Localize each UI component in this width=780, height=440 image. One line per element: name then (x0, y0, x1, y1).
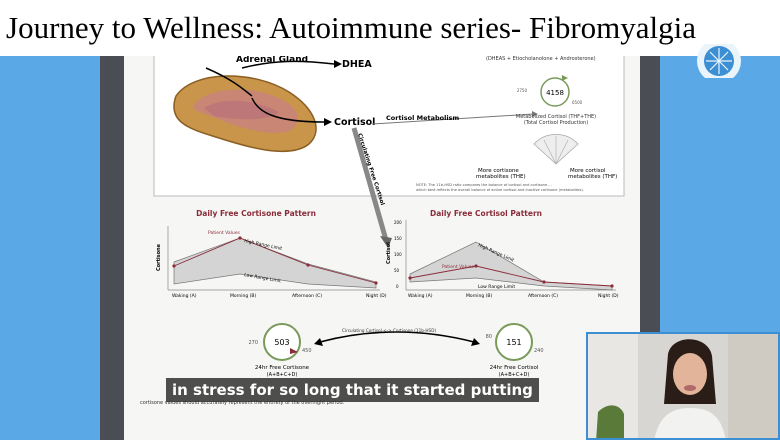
presentation-frame-left (100, 56, 124, 440)
cortisol-x-label-2: Afternoon (C) (528, 293, 558, 299)
metabolized-cortisol-gauge: 4158 2750 6500 (517, 75, 583, 107)
balance-fan-icon (533, 134, 579, 165)
presenter-video (586, 332, 780, 440)
svg-text:6500: 6500 (572, 100, 583, 105)
cortisone-chart-title: Daily Free Cortisone Pattern (196, 209, 316, 218)
footnote: cortisone values should accurately repre… (140, 400, 345, 406)
cortisol-x-label-3: Night (D) (598, 293, 619, 299)
cortisol-label: Cortisol (334, 117, 375, 128)
svg-text:(A+B+C+D): (A+B+C+D) (499, 372, 530, 378)
more-cortisone-label: More cortisone (478, 168, 519, 174)
more-cortisol-label: More cortisol (570, 168, 606, 174)
svg-text:80: 80 (486, 334, 492, 340)
cortisone-x-label-1: Morning (B) (230, 293, 256, 299)
adrenal-gland-illustration (173, 75, 317, 153)
svg-text:503: 503 (274, 338, 289, 347)
metabolized-cortisol-line2: (Total Cortisol Production) (524, 120, 588, 126)
metabolized-cortisol-line1: Metabolized Cortisol (THF+THE) (516, 114, 596, 120)
cortisone-chart: Daily Free Cortisone Pattern Cortisone P… (156, 209, 387, 299)
cortisol-x-label-0: Waking (A) (408, 293, 433, 299)
cortisol-x-label-1: Morning (B) (466, 293, 492, 299)
cortisol-ytick-4: 0 (396, 284, 399, 289)
brand-logo-icon (697, 44, 741, 78)
dhea-label: DHEA (342, 59, 372, 70)
cortisone-ylabel: Cortisone (156, 243, 162, 271)
document-slide: Adrenal Gland DHEA Cortisol Cortisol Met… (124, 56, 640, 440)
svg-text:24hr Free Cortisone: 24hr Free Cortisone (255, 365, 310, 371)
cortisol-ytick-0: 200 (394, 220, 402, 225)
cortisone-patient-values: Patient Values (208, 230, 240, 236)
cortisol-ylabel: Cortisol (386, 242, 392, 264)
cortisone-x-label-2: Afternoon (C) (292, 293, 322, 299)
cortisol-chart: Daily Free Cortisol Pattern Cortisol 200… (386, 209, 619, 299)
cortisol-ytick-2: 100 (394, 252, 402, 257)
dhea-detail: (DHEAS + Etiocholanolone + Androsterone) (486, 56, 596, 62)
svg-text:240: 240 (534, 348, 544, 354)
cortisol-chart-title: Daily Free Cortisol Pattern (430, 209, 542, 218)
video-title-bar: Journey to Wellness: Autoimmune series- … (0, 0, 780, 56)
svg-text:(A+B+C+D): (A+B+C+D) (267, 372, 298, 378)
cortisol-ytick-3: 50 (394, 268, 400, 273)
cortisol-total-gauge: 151 80 240 24hr Free Cortisol (A+B+C+D) (486, 323, 544, 378)
svg-text:270: 270 (248, 340, 258, 346)
subtitle-caption: in stress for so long that it started pu… (166, 378, 539, 402)
adrenal-gland-label: Adrenal Gland (236, 56, 308, 65)
more-cortisol-label-2: metabolites (THF) (568, 174, 617, 180)
conversion-arrow-label: Circulating Cortisol <-> Cortisone (11b-… (342, 328, 436, 333)
ratio-note-2: which best reflects the overall balance … (416, 188, 584, 192)
cortisol-low-range: Low Range Limit (478, 284, 515, 290)
svg-text:4158: 4158 (546, 89, 564, 97)
svg-text:450: 450 (302, 348, 312, 354)
cortisol-patient-values: Patient Values (442, 264, 474, 270)
svg-text:151: 151 (506, 338, 521, 347)
cortisone-total-gauge: 503 270 450 24hr Free Cortisone (A+B+C+D… (248, 323, 312, 378)
more-cortisone-label-2: metabolites (THE) (476, 174, 526, 180)
cortisol-ytick-1: 150 (394, 236, 402, 241)
svg-text:24hr Free Cortisol: 24hr Free Cortisol (490, 365, 539, 371)
ratio-note: NOTE: The 11b-HSD ratio compares the bal… (416, 183, 552, 187)
svg-text:2750: 2750 (517, 88, 528, 93)
cortisone-x-label-3: Night (D) (366, 293, 387, 299)
cortisol-metabolism-label: Cortisol Metabolism (386, 114, 459, 122)
cortisone-x-label-0: Waking (A) (172, 293, 197, 299)
video-title: Journey to Wellness: Autoimmune series- … (6, 10, 697, 45)
